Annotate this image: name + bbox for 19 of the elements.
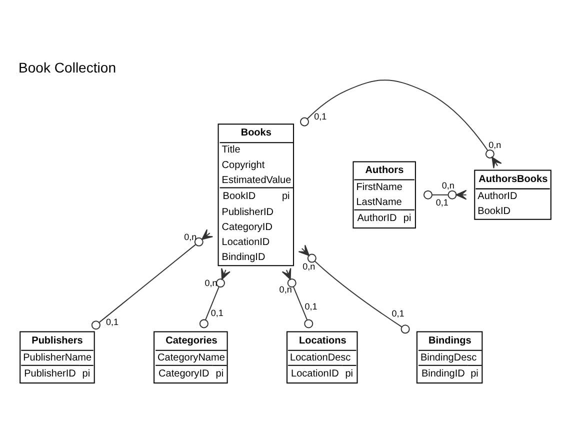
connector <box>298 244 410 334</box>
label: 0,n <box>302 261 316 272</box>
diagram-title: Book Collection <box>18 59 116 76</box>
connector <box>282 268 314 328</box>
label: 0,1 <box>436 198 448 208</box>
label: 0,1 <box>210 308 224 318</box>
label: 0,n <box>279 284 292 294</box>
connector <box>91 229 214 330</box>
label: 0,1 <box>314 112 327 122</box>
label: 0,n <box>442 180 454 191</box>
label: 0,n <box>184 232 197 242</box>
connector <box>423 190 467 200</box>
connector <box>199 268 230 328</box>
connector <box>300 80 502 169</box>
label: 0,n <box>488 140 502 150</box>
label: 0,1 <box>304 302 318 312</box>
label: 0,n <box>204 278 218 288</box>
label: 0,1 <box>392 308 404 319</box>
label: 0,1 <box>106 316 119 327</box>
